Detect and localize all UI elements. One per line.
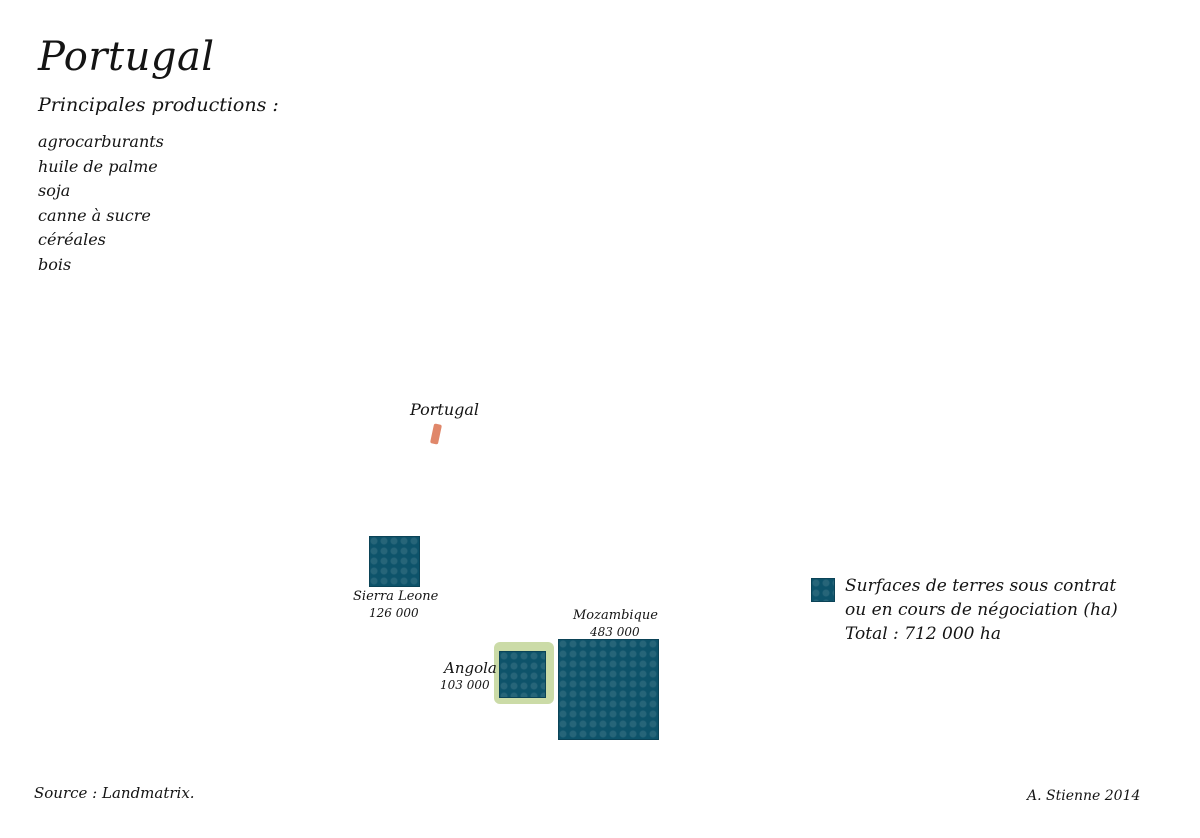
portugal-shape [430,423,442,445]
production-item: huile de palme [38,156,158,176]
production-item: bois [38,254,72,274]
production-item: canne à sucre [38,205,151,225]
author-signature: A. Stienne 2014 [1027,788,1141,804]
angola-square [499,651,546,698]
productions-list: agrocarburants huile de palme soja canne… [38,130,164,277]
mozambique-value: 483 000 [590,625,640,639]
legend: Surfaces de terres sous contrat ou en co… [845,574,1118,646]
mozambique-square [558,639,659,740]
map-title: Portugal [38,34,215,80]
sierra-leone-label: Sierra Leone [353,589,439,604]
legend-swatch [811,578,835,602]
mozambique-label: Mozambique [573,608,658,623]
productions-heading: Principales productions : [38,94,279,116]
sierra-leone-square [369,536,420,587]
production-item: soja [38,181,71,200]
legend-total: Total : 712 000 ha [845,624,1001,644]
sierra-leone-value: 126 000 [369,606,419,620]
legend-line-1: Surfaces de terres sous contrat [845,576,1117,596]
legend-line-2: ou en cours de négociation (ha) [845,600,1118,620]
portugal-label: Portugal [410,400,480,419]
angola-label: Angola [444,659,497,677]
source-note: Source : Landmatrix. [34,784,195,802]
production-item: agrocarburants [38,132,164,151]
production-item: céréales [38,230,106,249]
angola-value: 103 000 [440,678,490,692]
